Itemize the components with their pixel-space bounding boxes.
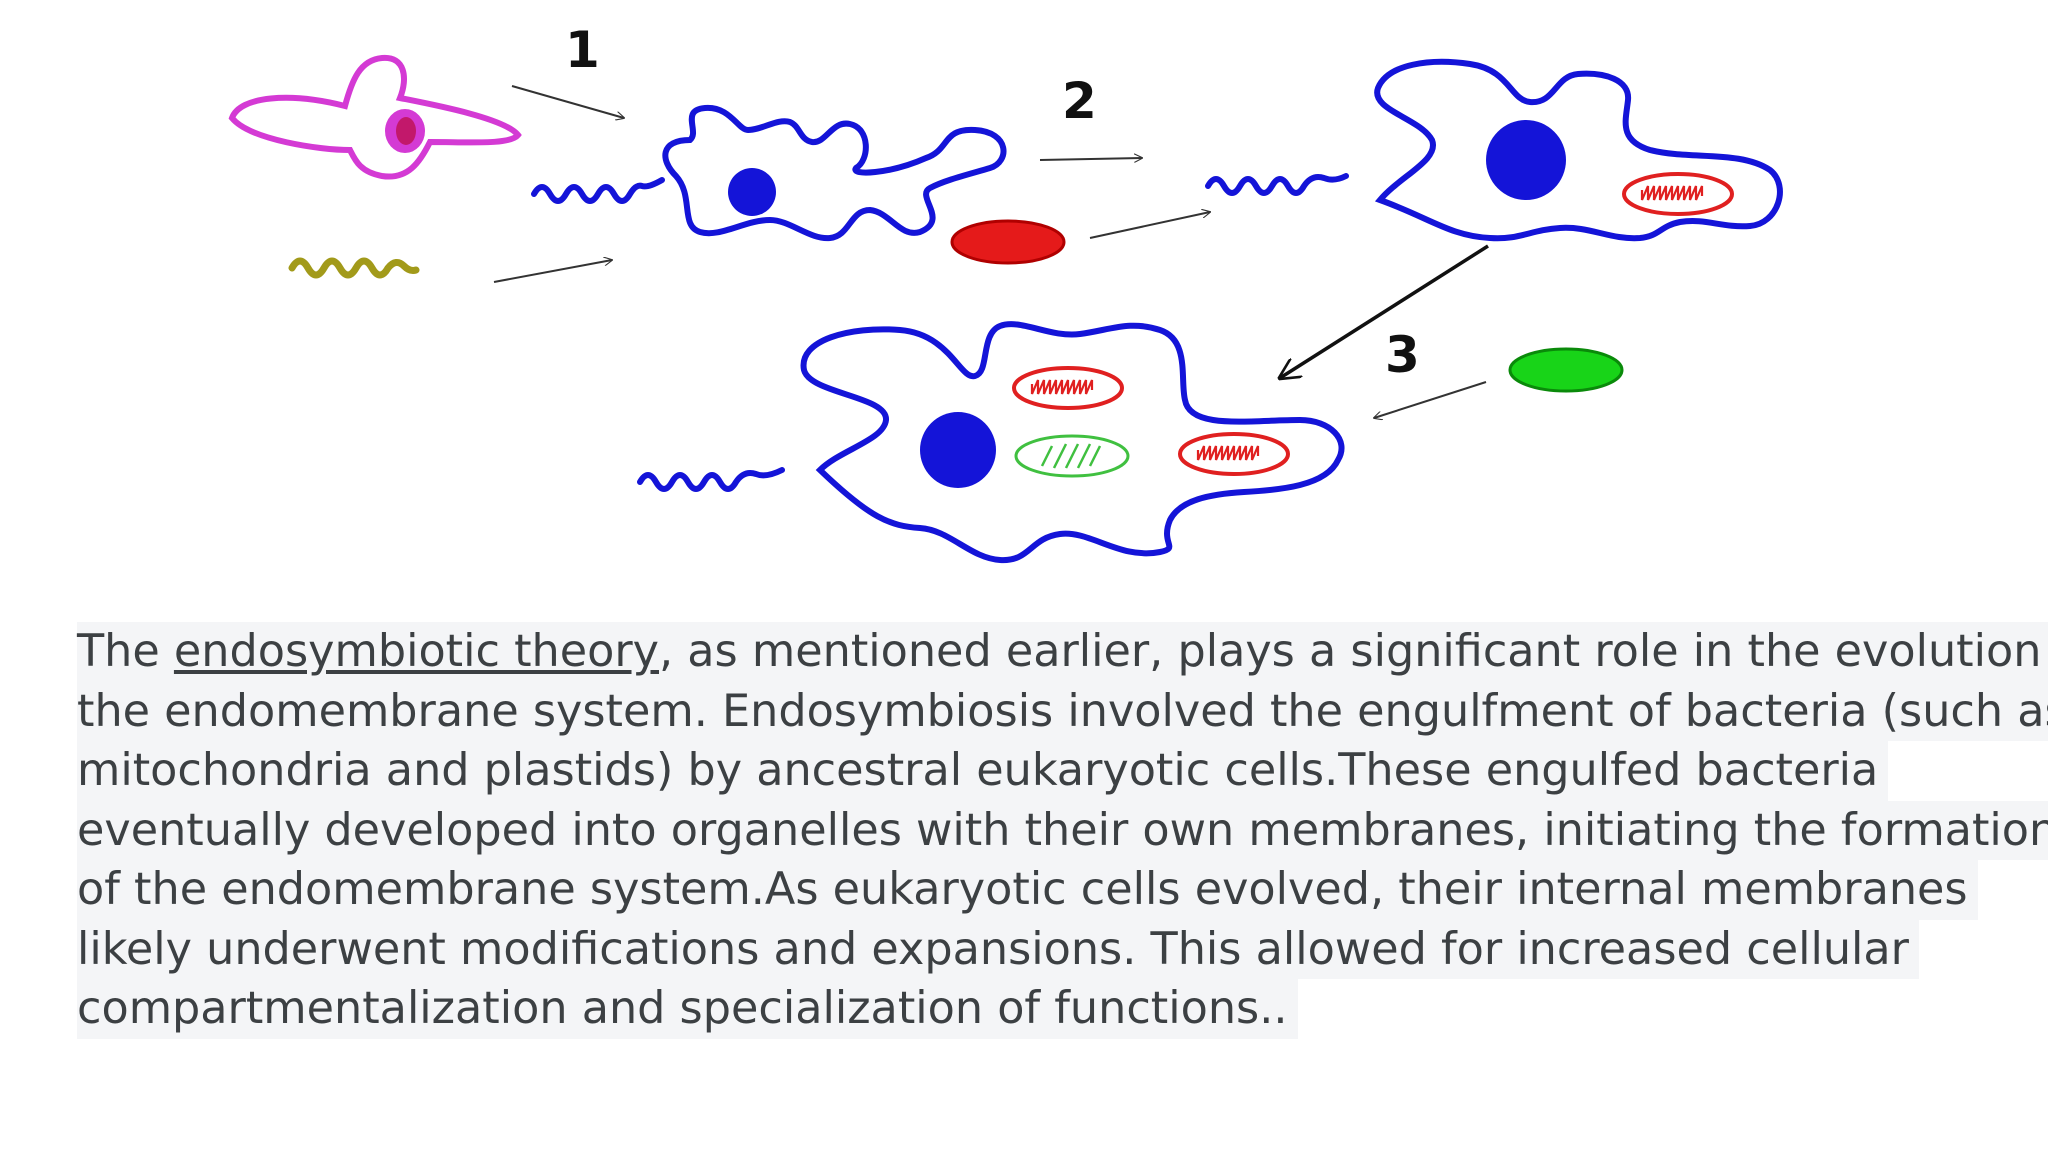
- paragraph-line-3: mitochondria and plastids) by ancestral …: [77, 741, 1889, 801]
- line1-after: , as mentioned earlier, plays a signific…: [659, 626, 2048, 677]
- arrow-step1-top: [511, 85, 624, 118]
- arrow-step3-small: [1374, 381, 1487, 418]
- paragraph-line-5: of the endomembrane system.As eukaryotic…: [77, 860, 1978, 920]
- step-label-2: 2: [1062, 72, 1097, 130]
- arrow-step3-big: [1280, 244, 1489, 378]
- arrow-step1-bottom: [493, 260, 612, 283]
- paragraph-line-4: eventually developed into organelles wit…: [77, 800, 2048, 860]
- paragraph-line-7: compartmentalization and specialization …: [77, 979, 1298, 1039]
- paragraph-line-6: likely underwent modifications and expan…: [77, 919, 1919, 979]
- cell-with-mitochondrion: [1205, 58, 1783, 242]
- endosymbiosis-diagram: 1 2 3: [228, 21, 1783, 564]
- photosynthetic-bacterium: [1508, 347, 1624, 393]
- endosymbiotic-theory-link[interactable]: endosymbiotic theory: [173, 626, 659, 677]
- arrow-step2-top: [1039, 158, 1142, 160]
- body-paragraph: The endosymbiotic theory, as mentioned e…: [77, 622, 2048, 1039]
- ancestral-archaeon-cell: [228, 54, 522, 180]
- step-label-3: 3: [1385, 326, 1420, 384]
- line1-before: The: [77, 626, 174, 677]
- flagellated-host-cell: [531, 104, 1007, 242]
- arrow-step2-bottom: [1089, 212, 1210, 239]
- step-label-1: 1: [565, 21, 600, 79]
- flagellated-bacterium: [288, 257, 420, 279]
- aerobic-bacterium: [950, 219, 1066, 265]
- paragraph-line-1: The endosymbiotic theory, as mentioned e…: [77, 622, 2048, 682]
- cell-with-mitochondria-and-chloroplast: [637, 321, 1345, 564]
- paragraph-line-2: the endomembrane system. Endosymbiosis i…: [77, 681, 2048, 741]
